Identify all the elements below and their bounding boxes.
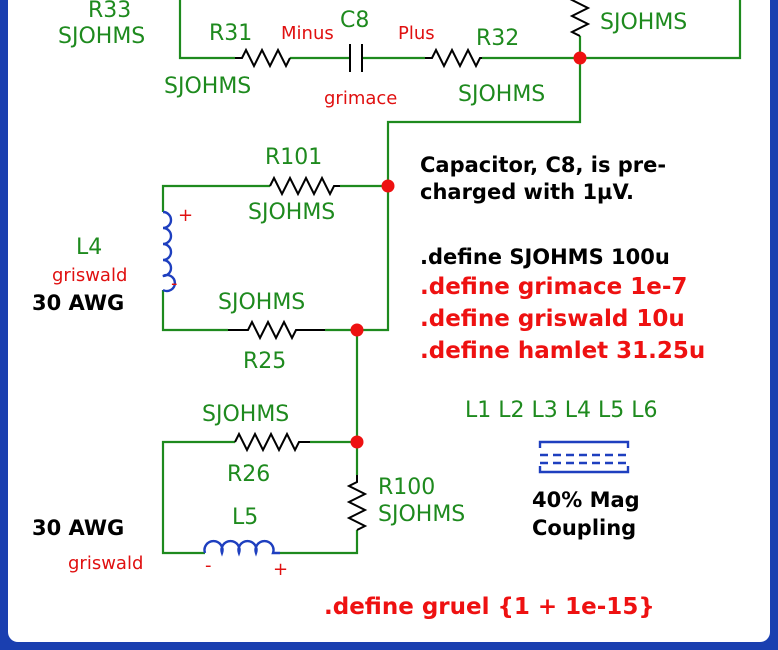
wire-top-right [580,0,742,60]
l4-value: griswald [52,265,127,286]
r31-value: SJOHMS [164,74,251,99]
l5-minus: - [205,555,212,576]
c8-minus-label: Minus [281,23,334,44]
define-gruel: .define gruel {1 + 1e-15} [324,594,655,620]
wire-l5-right [280,530,359,555]
junction-nodes [350,51,587,449]
capacitor-note-line2: charged with 1µV. [420,180,634,204]
wire-r26-left [161,440,235,555]
inductor-l5[interactable] [203,539,280,557]
r32-ref: R32 [476,26,519,51]
r101-value: SJOHMS [248,200,335,225]
l4-plus: + [178,205,193,226]
r100-value: SJOHMS [378,502,465,527]
schematic-svg: R33 SJOHMS R31 SJOHMS Minus C8 Plus grim… [32,0,742,620]
l4-minus: - [171,273,178,294]
c8-plus-label: Plus [398,23,435,44]
coupling-line2: Coupling [532,516,636,540]
node-r101 [381,179,395,193]
r-top-right-value: SJOHMS [600,10,687,35]
r25-value: SJOHMS [218,290,305,315]
r101-ref: R101 [265,145,322,170]
l5-ref: L5 [232,505,258,530]
l4-gauge: 30 AWG [32,291,124,315]
l4-ref: L4 [76,235,102,260]
resistor-r32[interactable] [425,47,482,69]
coupling-symbol [538,440,630,474]
capacitor-note-line1: Capacitor, C8, is pre- [420,153,666,177]
define-line-3: .define griswald 10u [420,306,685,332]
c8-value: grimace [324,88,397,109]
l5-gauge: 30 AWG [32,516,124,540]
r31-ref: R31 [209,21,252,46]
wire-l4-bottom [161,290,228,332]
wire-down-to-r101 [386,58,582,186]
r100-ref: R100 [378,475,435,500]
node-top-right [573,51,587,65]
resistor-r26[interactable] [234,431,310,453]
define-line-2: .define grimace 1e-7 [420,274,687,300]
define-line-1: .define SJOHMS 100u [420,245,670,269]
wire-right-rail-upper [357,186,390,332]
r33-ref: R33 [88,0,131,23]
define-line-4: .define hamlet 31.25u [420,338,705,364]
coupling-inductors: L1 L2 L3 L4 L5 L6 [465,398,658,423]
r26-value: SJOHMS [202,402,289,427]
r25-ref: R25 [243,349,286,374]
r33-value: SJOHMS [58,24,145,49]
r26-ref: R26 [227,462,270,487]
c8-ref: C8 [340,8,369,33]
schematic-canvas: R33 SJOHMS R31 SJOHMS Minus C8 Plus grim… [8,0,770,642]
resistor-r31[interactable] [235,47,291,69]
resistor-top-right[interactable] [569,0,591,37]
resistor-r25[interactable] [228,319,325,341]
l5-plus: + [273,559,288,580]
resistor-r100[interactable] [346,475,368,531]
r32-value: SJOHMS [458,82,545,107]
coupling-line1: 40% Mag [532,488,640,512]
resistor-r101[interactable] [269,175,340,197]
inductor-l4[interactable] [162,210,176,293]
node-r25 [350,323,364,337]
wire-r101-left [161,184,270,212]
capacitor-c8[interactable] [349,44,363,72]
l5-value: griswald [68,553,143,574]
wire-top-left [178,0,235,60]
node-r26 [350,435,364,449]
